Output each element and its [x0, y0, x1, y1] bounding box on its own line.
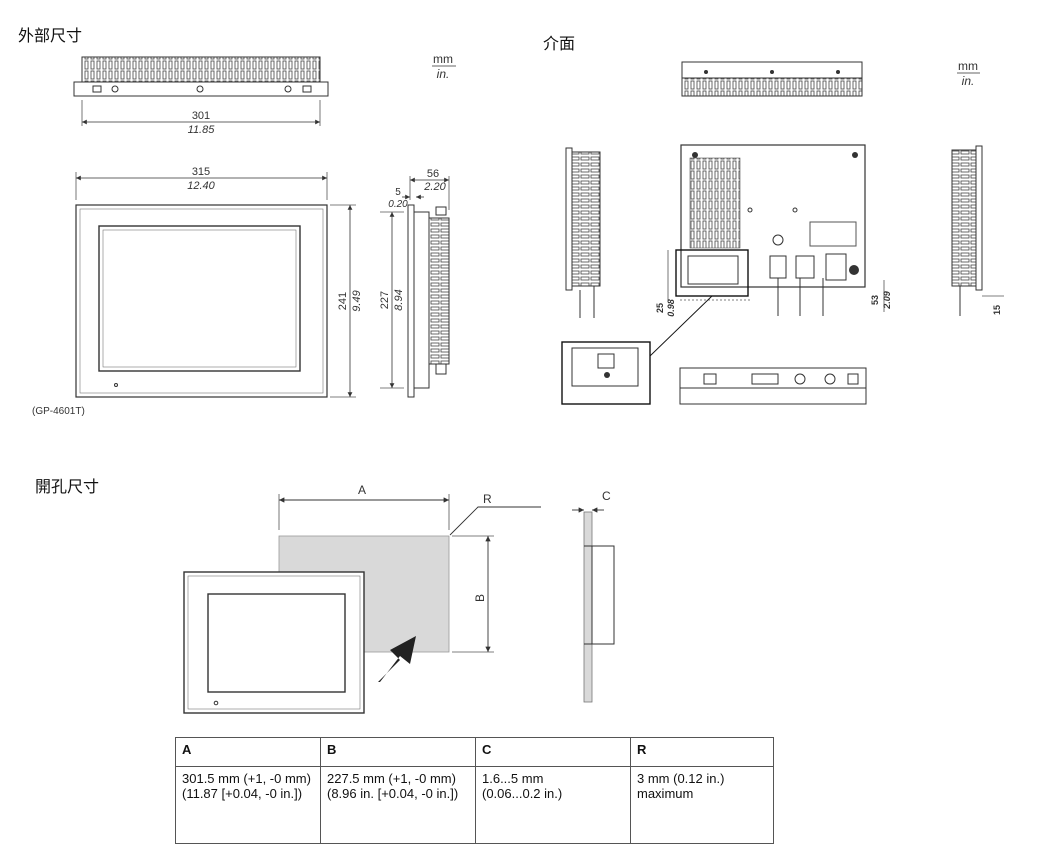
interface-right-side-view — [951, 145, 1004, 316]
table-cell-b: 227.5 mm (+1, -0 mm) (8.96 in. [+0.04, -… — [320, 766, 476, 844]
cutout-label-c: C — [602, 489, 611, 503]
interface-rear-view — [675, 144, 866, 316]
unit-mm-interface: mm — [958, 59, 978, 73]
table-cell-a: 301.5 mm (+1, -0 mm) (11.87 [+0.04, -0 i… — [175, 766, 321, 844]
interface-detail-inset — [561, 295, 713, 405]
heading-cutout: 開孔尺寸 — [35, 477, 100, 496]
dim-top-width-mm: 301 — [192, 110, 210, 122]
table-header-b: B — [320, 737, 476, 767]
heading-interface: 介面 — [543, 34, 576, 53]
table-cell-c: 1.6...5 mm (0.06...0.2 in.) — [475, 766, 631, 844]
interface-left-side-view — [565, 147, 601, 318]
dim-interface-right-mm: 53 — [870, 295, 880, 305]
interface-bottom-view — [679, 367, 867, 405]
dim-interface-left-in: 0.98 — [666, 299, 676, 317]
cutout-label-r: R — [483, 492, 492, 506]
cutout-device-front — [183, 571, 365, 714]
dim-body-height-mm: 227 — [379, 291, 391, 309]
heading-dimensions: 外部尺寸 — [18, 26, 83, 45]
dim-front-width-in: 12.40 — [187, 180, 215, 192]
dim-front-height-in: 9.49 — [351, 290, 363, 311]
top-view — [73, 56, 329, 97]
cutout-label-a: A — [358, 483, 366, 497]
side-view — [407, 204, 450, 398]
insertion-arrow-icon — [378, 636, 416, 682]
model-label: (GP-4601T) — [32, 406, 85, 417]
table-cell-r: 3 mm (0.12 in.) maximum — [630, 766, 774, 844]
unit-mm: mm — [433, 52, 453, 66]
unit-in-interface: in. — [962, 74, 975, 88]
dim-interface-left-mm: 25 — [655, 303, 665, 313]
dim-depth-in: 2.20 — [423, 181, 446, 193]
table-header-a: A — [175, 737, 321, 767]
dim-interface-side-mm: 15 — [992, 305, 1002, 315]
cutout-side-view — [583, 511, 615, 703]
dim-interface-right-in: 2.09 — [882, 291, 892, 310]
dim-top-width-in: 11.85 — [188, 124, 216, 136]
table-row: 301.5 mm (+1, -0 mm) (11.87 [+0.04, -0 i… — [175, 766, 774, 844]
cutout-label-b: B — [473, 594, 487, 602]
cutout-spec-table: A B C R 301.5 mm (+1, -0 mm) (11.87 [+0.… — [175, 737, 774, 844]
table-header-row: A B C R — [175, 737, 774, 767]
interface-top-view — [681, 61, 863, 97]
table-header-r: R — [630, 737, 774, 767]
unit-in: in. — [437, 67, 450, 81]
front-view — [75, 204, 328, 398]
dim-depth-mm: 56 — [427, 168, 439, 180]
dim-bezel-mm: 5 — [395, 187, 401, 198]
dim-bezel-in: 0.20 — [388, 199, 408, 210]
table-header-c: C — [475, 737, 631, 767]
dim-front-height-mm: 241 — [337, 292, 349, 310]
dim-body-height-in: 8.94 — [393, 289, 405, 310]
dim-front-width-mm: 315 — [192, 166, 210, 178]
